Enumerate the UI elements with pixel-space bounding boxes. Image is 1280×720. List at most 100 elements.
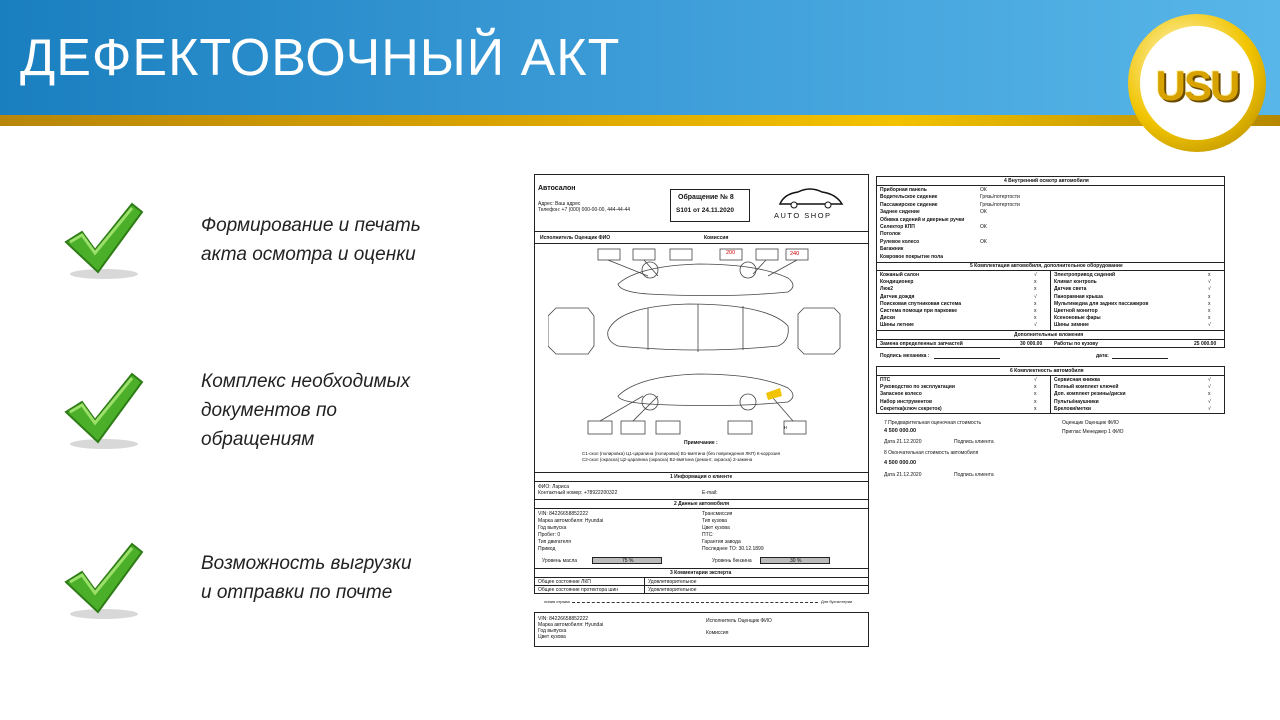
equipment-left-item-value: √ [1034,293,1037,300]
extra-title: Дополнительные вложения [1014,332,1084,338]
feature-2: Комплекс необходимых документов по обращ… [0,365,500,465]
divider [534,577,869,578]
interior-item-label: Обивка сидений и дверные ручки [880,216,965,223]
stub-commission: Комиссия [706,630,729,636]
kit-right-item-value: x [1208,391,1211,398]
order-subtitle: S101 от 24.11.2020 [676,207,734,214]
car-last-service: Последнее ТО: 30.12.1899 [702,546,764,552]
feature-2-text: Комплекс необходимых документов по обращ… [201,367,481,454]
interior-item-value: ОК [980,238,987,245]
kit-right-item-value: √ [1208,398,1211,405]
stub-frame [534,612,869,647]
kit-right-item-label: Доп. комплект резины/диски [1054,391,1126,398]
feature-3-text: Возможность выгрузки и отправки по почте [201,549,481,607]
kit-left-item-value: √ [1034,377,1037,383]
section-7-title: 7 Предварительная оценочная стоимость [884,420,982,426]
order-title: Обращение № 8 [678,194,734,201]
kit-left-item-label: ПТС [880,377,891,383]
equipment-right-item-value: x [1208,308,1211,314]
divider [644,577,645,594]
oil-level-label: Уровень масла [542,558,578,564]
kit-left-item-label: Руководство по эксплуатации [880,384,955,391]
section-2-title: 2 Данные автомобиля [674,501,730,507]
feature-2-line-3: обращениям [201,429,315,450]
feature-1-text: Формирование и печать акта осмотра и оце… [201,211,481,269]
doc-executor: Исполнитель Оценщик ФИО [540,235,611,241]
feature-3: Возможность выгрузки и отправки по почте [0,535,500,635]
date-label: дата: [1096,353,1109,359]
divider [1050,375,1051,414]
oil-level-bar [592,557,662,564]
section-7-value: 4 500 000.00 [884,428,917,434]
section-7-sign: Подпись клиента [954,439,994,445]
divider [876,262,1225,263]
equipment-right-item-value: √ [1208,322,1211,329]
header-stripe [0,115,1280,126]
logo-inner: USU [1140,26,1254,140]
divider [876,339,1225,340]
equipment-left-item-label: Поисковая спутниковая система [880,300,962,307]
car-pts: ПТС: [702,532,714,538]
car-engine: Тип двигателя [538,539,571,545]
doc-company: Автосалон [538,185,576,192]
body-work-label: Работы по кузову [1054,341,1099,347]
fuel-level-label: Уровень бензина [712,558,752,564]
usu-logo: USU [1128,14,1266,152]
interior-item-label: Потолок [880,231,901,238]
stub-year: Год выпуска [538,628,567,634]
equipment-left-item-value: x [1034,308,1037,314]
equipment-right-item-label: Цветной монитор [1054,308,1098,314]
body-work-value: 25 000.00 [1194,341,1217,347]
signature-line [934,358,1000,359]
interior-item-label: Рулевое колесо [880,238,920,245]
equipment-left-item-value: x [1034,300,1037,307]
interior-item-label: Водительское сидение [880,194,938,201]
equipment-left-item-value: x [1034,279,1037,286]
equipment-right-item-value: x [1208,300,1211,307]
stub-vin: VIN: 84226658852222 [538,616,589,622]
feature-2-line-2: документов по [201,400,337,421]
oil-level-value: 75 % [622,558,634,564]
equipment-right-item-value: x [1208,272,1211,278]
divider [534,231,869,232]
divider [534,472,869,473]
equipment-right-item-label: Датчик света [1054,286,1087,293]
equipment-right-item-label: Электропривод сидений [1054,272,1116,278]
svg-text:н: н [784,425,787,431]
car-logo-icon [778,188,844,209]
divider [534,499,869,500]
equipment-right-item-value: x [1208,315,1211,322]
divider [876,185,1225,186]
kit-right-item-value: √ [1208,405,1211,412]
checkmark-icon [64,202,144,279]
fuel-level-value: 30 % [790,558,802,564]
equipment-right-item-value: √ [1208,286,1211,293]
interior-item-label: Приборная панель [880,187,927,193]
damage-mark-240: 240 [790,251,800,257]
inspection-act-document: Автосалон Адрес: Ваш адрес Телефон: +7 (… [534,174,870,648]
equipment-right-item-label: Панорамная крыша [1054,293,1103,300]
interior-item-value: ОК [980,187,987,193]
kit-right-item-value: √ [1208,384,1211,391]
tire-condition-value: Удовлетворительное [648,587,697,593]
divider [534,585,869,586]
header-bar [0,0,1280,118]
kit-left-item-label: Секретка(ключ секреток) [880,405,942,412]
damage-mark-200: 200 [726,250,736,256]
car-transmission: Трансмиссия [702,511,733,517]
feature-1-line-2: акта осмотра и оценки [201,244,416,265]
fuel-level-bar [760,557,830,564]
legend-line-1: С1-скол (полировка) Ц1-царапина (полиров… [582,451,780,456]
equipment-left-item-label: Датчик дождя [880,293,915,300]
kit-left-item-value: x [1034,405,1037,412]
doc-frame [534,174,869,594]
logo-text: USU [1155,62,1241,109]
order-box [670,189,750,222]
equipment-left-item-value: x [1034,315,1037,322]
section-8-date: Дата 21.12.2020 [884,472,922,478]
kit-right-item-value: √ [1208,377,1211,383]
equipment-left-item-label: Шины летние [880,322,914,329]
stub-executor: Исполнитель Оценщик ФИО [706,618,772,624]
equipment-left-item-label: Кондиционер [880,279,914,286]
stub-make: Марка автомобиля: Hyundai [538,622,604,628]
